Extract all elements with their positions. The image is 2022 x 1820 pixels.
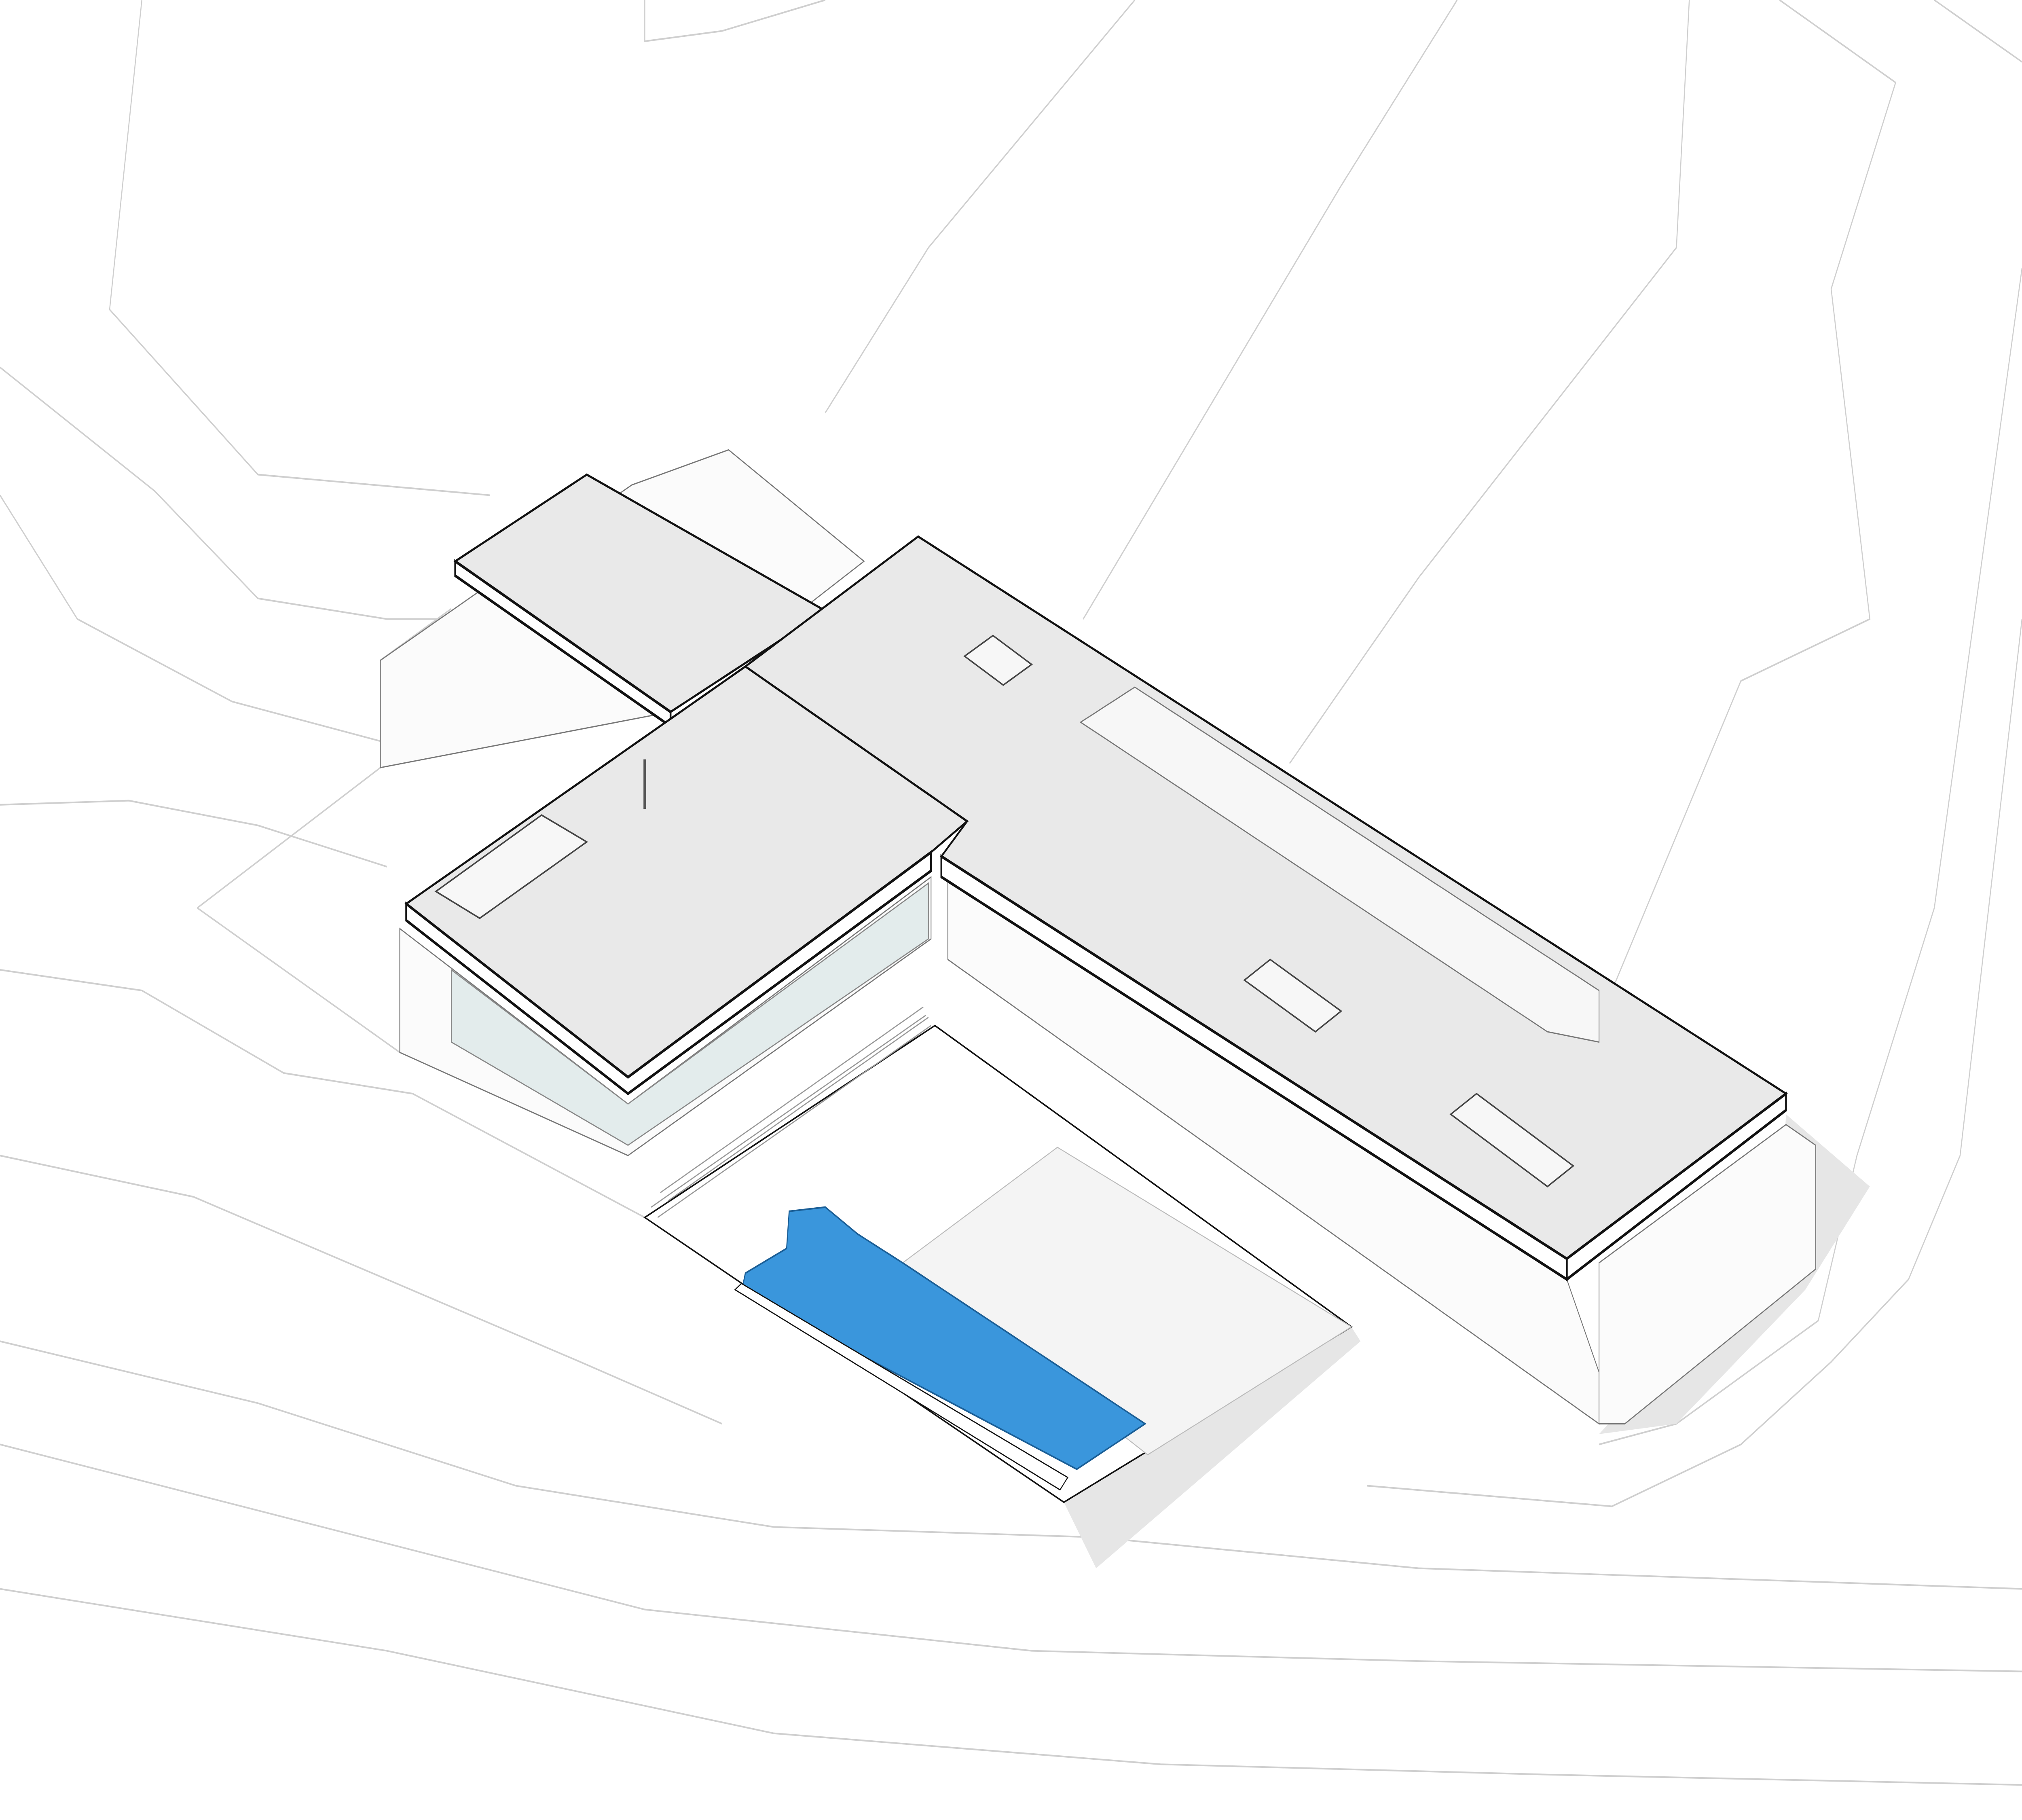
contour-line [0,1588,2022,1786]
skylight [1243,959,1343,1033]
skylight [1449,1092,1575,1187]
contour-line [1083,0,1458,620]
contour-line [197,907,400,1053]
house [380,449,1816,1425]
contour-line [109,0,490,496]
skylight-strip [1079,686,1600,1043]
deck-shadow [1064,1327,1361,1568]
contour-line [0,969,645,1219]
skylight-strip-left [434,814,588,919]
pool-coping [734,1282,1069,1491]
long-wing-front-edge [940,854,1568,1282]
contour-line [0,495,387,744]
contour-line [0,800,387,868]
contour-line [1934,0,2022,63]
step-line [668,1016,929,1202]
contour-line [825,0,1135,413]
swimming-pool [740,1206,1146,1470]
step-line [651,1014,926,1208]
step-line [660,1006,924,1194]
contour-line [0,1443,2022,1672]
end-wall [1599,1124,1816,1424]
step-line [657,1025,931,1218]
contour-line [0,1155,723,1425]
contour-line [0,1340,2022,1590]
glazing [451,882,929,1146]
courtyard [643,1006,1353,1503]
contour-line [1367,619,2022,1507]
skylight [963,635,1033,686]
contour-line [644,0,826,42]
contour-line [1611,0,1897,991]
contour-line [1289,0,1690,764]
left-wing-roof-edge [405,850,932,1096]
